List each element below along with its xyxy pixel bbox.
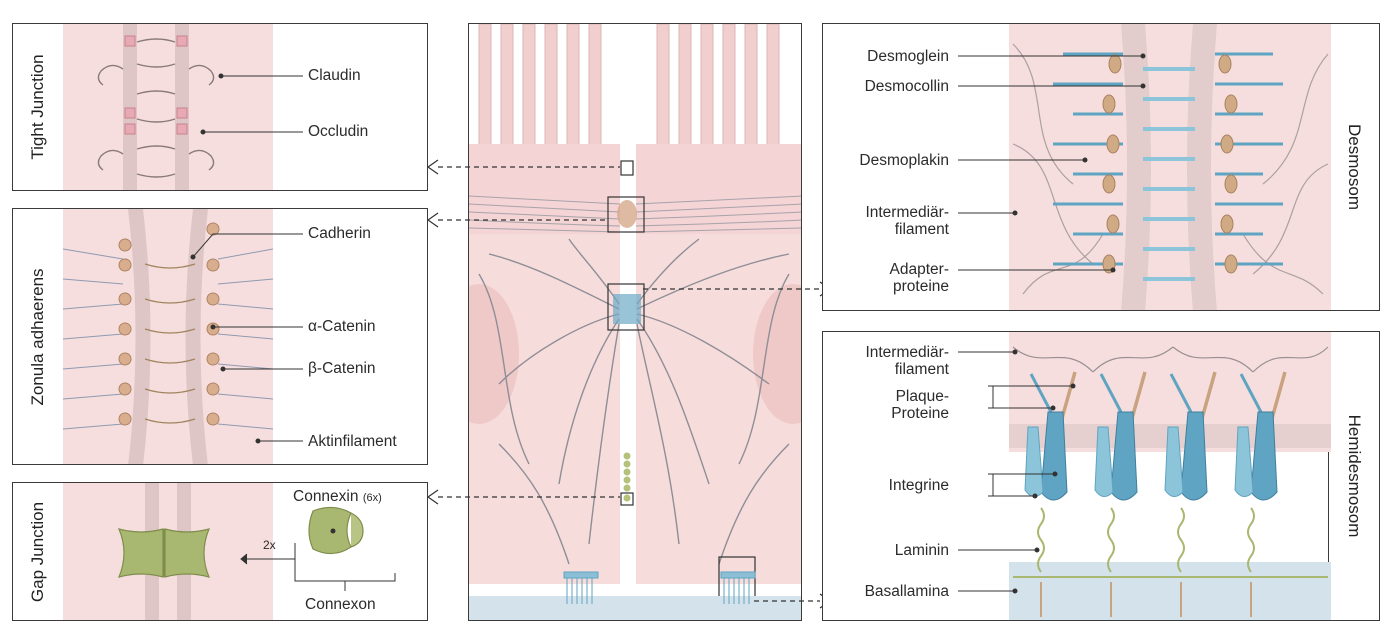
connexin-count: (6x)	[362, 492, 382, 504]
aktinfilament-label: Aktinfilament	[308, 433, 397, 450]
desmocollin-label: Desmocollin	[864, 78, 949, 95]
intermediaer-filament-label-1: Intermediär-	[865, 204, 949, 221]
alpha-catenin-label: α-Catenin	[308, 318, 376, 335]
intermediaer-filament-label-2: filament	[894, 221, 949, 238]
gap-multiplier-label: 2x	[263, 537, 276, 554]
cadherin-label: Cadherin	[308, 225, 371, 242]
tight-junction-panel: Tight Junction Claudin Occludin	[12, 23, 428, 191]
hemidesmosom-illustration	[958, 332, 1331, 620]
gap-junction-panel: Gap Junction 2x Connexin (6x) Connexon	[12, 482, 428, 621]
zonula-adhaerens-illustration	[62, 209, 303, 464]
desmosom-illustration	[958, 24, 1331, 310]
occludin-label: Occludin	[308, 123, 369, 140]
gap-junction-tab: Gap Junction	[13, 483, 64, 620]
hemi-intermediaer-filament-label-1: Intermediär-	[865, 344, 949, 361]
cell-overview-panel	[468, 23, 802, 621]
zonula-adhaerens-tab: Zonula adhaerens	[13, 209, 64, 464]
tight-junction-illustration	[63, 24, 303, 190]
beta-catenin-label: β-Catenin	[308, 360, 376, 377]
tight-junction-tab: Tight Junction	[13, 24, 64, 190]
hemidesmosom-tab: Hemidesmosom	[1328, 332, 1379, 620]
cell-overview-illustration	[469, 24, 801, 620]
adapter-proteine-label-2: proteine	[892, 278, 949, 295]
hemidesmosom-panel: Hemidesmosom	[822, 331, 1380, 621]
connexon-label: Connexon	[305, 596, 376, 613]
desmosom-tab: Desmosom	[1328, 24, 1379, 310]
connexin-label: Connexin (6x)	[293, 488, 382, 507]
desmoplakin-label: Desmoplakin	[859, 152, 949, 169]
claudin-label: Claudin	[308, 67, 361, 84]
plaque-proteine-label-2: Proteine	[891, 405, 949, 422]
desmosom-panel: Desmosom	[822, 23, 1380, 311]
connexin-text: Connexin	[293, 488, 359, 505]
hemi-intermediaer-filament-label-2: filament	[894, 361, 949, 378]
integrine-label: Integrine	[888, 477, 949, 494]
desmoglein-label: Desmoglein	[867, 48, 949, 65]
plaque-proteine-label-1: Plaque-	[895, 388, 949, 405]
zonula-adhaerens-panel: Zonula adhaerens	[12, 208, 428, 465]
gap-junction-illustration	[63, 483, 396, 620]
multiplier-text: 2x	[263, 538, 276, 552]
adapter-proteine-label-1: Adapter-	[889, 261, 949, 278]
laminin-label: Laminin	[894, 542, 949, 559]
basallamina-label: Basallamina	[864, 583, 949, 600]
